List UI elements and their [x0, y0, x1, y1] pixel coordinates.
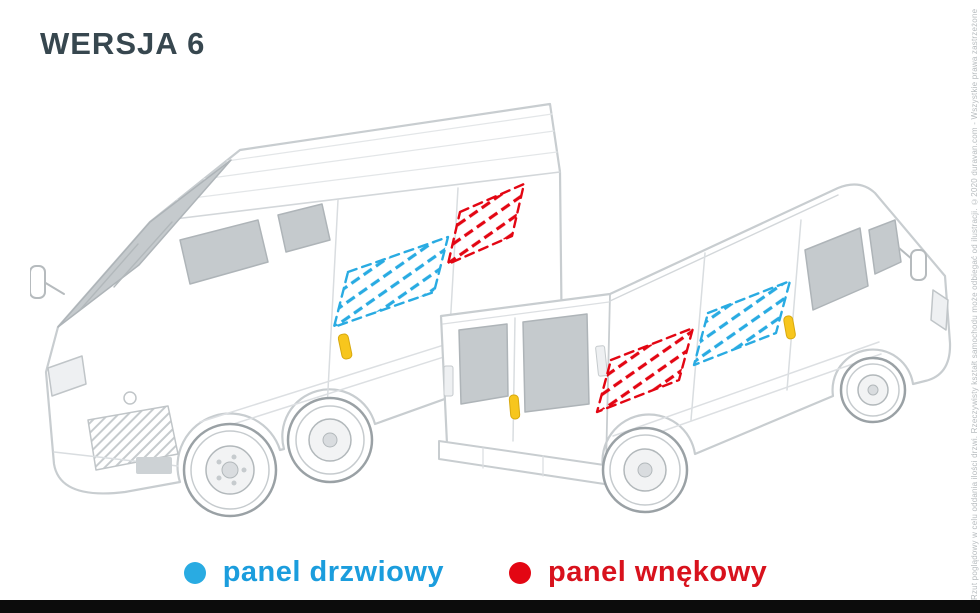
rear-window-right	[522, 313, 590, 413]
legend: panel drzwiowy panel wnękowy	[0, 556, 950, 589]
taillight-left	[443, 365, 454, 397]
brand-badge	[123, 391, 137, 405]
cab-side-window-small	[277, 203, 331, 253]
legend-label-door-panel: panel drzwiowy	[222, 556, 445, 588]
legend-dot-red-icon	[509, 561, 532, 584]
sliding-door-handle-icon	[783, 315, 796, 340]
side-window	[804, 227, 869, 311]
door-handle-icon	[337, 333, 353, 360]
side-mirror	[30, 265, 65, 299]
legend-label-recess-panel: panel wnękowy	[548, 556, 768, 588]
rear-window-left	[458, 323, 509, 405]
legend-dot-blue-icon	[183, 561, 206, 584]
front-wheel	[839, 356, 907, 424]
roof-gutter-line	[609, 194, 839, 302]
headlight	[930, 289, 949, 331]
cab-side-window	[179, 219, 269, 285]
van-front-left-illustration	[30, 102, 564, 518]
side-mirror	[898, 247, 927, 281]
headlight	[47, 355, 87, 397]
van-body	[439, 183, 952, 470]
van-body	[44, 102, 564, 495]
door-panel-blue	[332, 235, 450, 329]
taillight-right	[595, 345, 608, 377]
recess-panel-red	[595, 326, 695, 414]
recess-panel-red	[446, 182, 526, 266]
rear-door-seam	[512, 317, 516, 442]
rear-wheel	[286, 396, 374, 484]
van-rear-right-illustration	[438, 183, 952, 514]
license-plate	[136, 457, 172, 474]
door-panel-blue	[692, 279, 792, 367]
rear-door-handle-icon	[508, 394, 521, 420]
watermark-text: Rzut poglądowy w celu oddania ilości drz…	[970, 8, 979, 600]
front-door-window	[868, 219, 902, 275]
bottom-bar	[0, 600, 980, 613]
wiper-lines	[79, 221, 173, 311]
roof-ribs	[176, 113, 558, 201]
page-title: WERSJA 6	[40, 26, 206, 61]
front-wheel	[182, 422, 278, 518]
rear-top-crease	[442, 301, 610, 325]
legend-item-door-panel: panel drzwiowy	[183, 556, 444, 589]
rear-wheel	[601, 426, 689, 514]
door-seams	[690, 219, 802, 421]
front-grille	[87, 405, 179, 471]
roof-edge-line	[149, 171, 561, 223]
legend-item-recess-panel: panel wnękowy	[508, 556, 767, 589]
